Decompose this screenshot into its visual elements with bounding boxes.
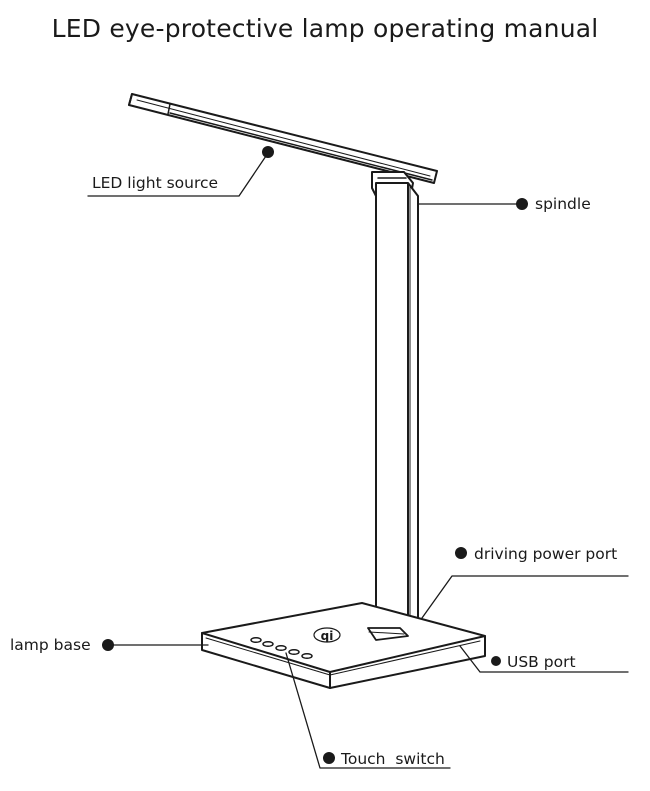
spindle-dot <box>516 198 528 210</box>
lamp-head <box>128 93 438 184</box>
qi-logo: qi <box>313 627 341 643</box>
label-spindle: spindle <box>535 195 591 213</box>
lamp-base-dot <box>102 639 114 651</box>
touch-switch-pads <box>250 636 313 660</box>
driving-power-port-dot <box>455 547 467 559</box>
usb-port-dot <box>491 656 501 666</box>
qi-logo-text: qi <box>321 629 334 643</box>
label-touch-switch: Touch switch <box>340 750 445 768</box>
leader-lines <box>87 152 629 769</box>
marker-dots <box>102 146 528 764</box>
lamp-base-body <box>201 602 486 689</box>
touch-switch-dot <box>323 752 335 764</box>
label-usb-port: USB port <box>507 653 576 671</box>
label-led-light-source: LED light source <box>92 174 218 192</box>
light-source-dot <box>262 146 274 158</box>
spindle-arm <box>375 182 419 633</box>
page-title: LED eye-protective lamp operating manual <box>51 14 599 43</box>
label-lamp-base: lamp base <box>10 636 91 654</box>
label-driving-power-port: driving power port <box>474 545 617 563</box>
